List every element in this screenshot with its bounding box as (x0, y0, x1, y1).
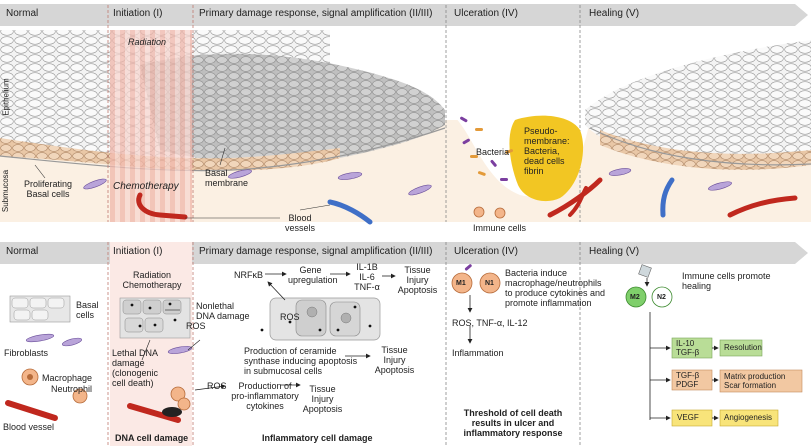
epithelium-damaged (140, 53, 445, 165)
blood-vessel-bottom (5, 400, 58, 421)
bottom-phase-primary: Primary damage response, signal amplific… (199, 246, 433, 257)
bottom-phase-initiation: Initiation (I) (113, 246, 163, 257)
pseudomembrane-blob (509, 115, 584, 202)
angiogenesis-text: Angiogenesis (724, 413, 773, 422)
top-panel (0, 0, 811, 225)
n2-neutrophil-icon (651, 286, 673, 308)
inflammation-label: Inflammation (452, 348, 504, 358)
m2-label: M2 (630, 294, 640, 301)
neutrophil-label: Neutrophil (51, 384, 93, 394)
damaged-immune-cell-1 (170, 386, 186, 402)
fibroblasts-label: Fibroblasts (4, 348, 49, 358)
vegf-text: VEGF (677, 413, 699, 422)
n2-label: N2 (657, 294, 666, 301)
fibroblasts-top (83, 168, 732, 196)
blood-vessel-blue (327, 199, 373, 225)
top-timeline-arrow (0, 4, 808, 26)
resolution-box (719, 339, 763, 357)
bottom-phase-ulceration: Ulceration (IV) (454, 246, 518, 257)
radiation-column (110, 30, 192, 222)
top-phase-initiation: Initiation (I) (113, 8, 163, 19)
top-phase-normal: Normal (6, 8, 39, 19)
immune-cells-label: Immune cells (473, 223, 527, 233)
top-phase-ulceration: Ulceration (IV) (454, 8, 518, 19)
bottom-timeline-arrow (0, 242, 808, 264)
matrix-box (719, 369, 803, 393)
top-chemotherapy-label: Chemotherapy (113, 181, 179, 192)
ros-tnf-label: ROS, TNF-α, IL-12 (452, 318, 528, 328)
initiation-ros-label: ROS (186, 321, 206, 331)
blood-vessel-label: Blood vessel (3, 422, 55, 432)
n1-neutrophil-icon (479, 272, 501, 294)
damaged-cell-cluster (260, 297, 381, 341)
bottom-phase-healing: Healing (V) (589, 246, 640, 257)
healing-basal-layer (600, 130, 811, 170)
primary-ros-label: ROS (280, 312, 300, 322)
top-phase-healing: Healing (V) (589, 8, 640, 19)
initiation-cells (119, 297, 191, 339)
basal-cells-layer (0, 138, 340, 171)
bacteria-rods (460, 116, 514, 181)
top-phase-primary: Primary damage response, signal amplific… (199, 8, 433, 19)
immune-cell-1 (473, 206, 485, 218)
m1-macrophage-icon (451, 272, 473, 294)
resolution-text: Resolution (724, 343, 762, 352)
basal-cells-cluster (9, 295, 71, 323)
immune-cell-2 (494, 207, 506, 219)
primary-ros2-label: ROS (207, 381, 227, 391)
top-radiation-label: Radiation (128, 37, 167, 47)
blood-vessel-red (136, 192, 188, 220)
angio-box (719, 409, 779, 427)
bottom-phase-normal: Normal (6, 246, 39, 257)
epithelium-healing (585, 40, 811, 163)
inflammatory-damage-footer: Inflammatory cell damage (262, 433, 373, 443)
nrfkb-label: NRFκB (234, 270, 263, 280)
side-label-epithelium: Epithelium (1, 78, 11, 116)
fibroblasts-bottom (25, 333, 82, 347)
bottom-panel (0, 242, 808, 446)
dna-cell-damage-footer: DNA cell damage (115, 433, 189, 443)
chemo-vessel-bottom (127, 403, 181, 423)
neutrophil-icon (72, 388, 88, 404)
bacterium-icon-healing (638, 264, 652, 278)
n1-label: N1 (485, 280, 494, 287)
side-label-submucosa: Submucosa (1, 169, 11, 213)
basal-membrane-line (0, 127, 446, 172)
macrophage-label: Macrophage (42, 373, 93, 383)
m2-macrophage-icon (625, 286, 647, 308)
m1-label: M1 (456, 280, 466, 287)
bacteria-label: Bacteria (476, 147, 510, 157)
